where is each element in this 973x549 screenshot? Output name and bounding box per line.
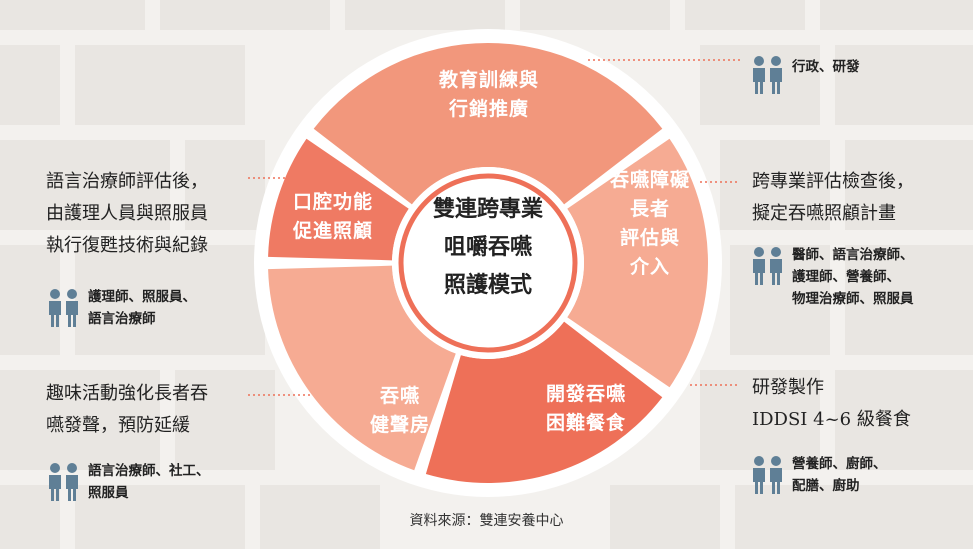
center-title-line-3: 照護模式 — [443, 272, 532, 298]
segment-development-label: 開發吞嚥 困難餐食 — [545, 383, 626, 434]
left-top-roles-group: 護理師、照服員、 語言治療師 — [46, 288, 196, 330]
right-top-roles: 行政、研發 — [792, 59, 860, 75]
segment-oral — [268, 138, 409, 261]
wheel-hub — [392, 167, 584, 359]
right-mid-description: 跨專業評估檢查後， 擬定吞嚥照顧計畫 — [752, 171, 914, 224]
right-bot-roles: 營養師、廚師、 配膳、廚助 — [792, 456, 887, 494]
people-icon — [753, 247, 782, 285]
left-bot-description: 趣味活動強化長者吞 嚥發聲，預防延緩 — [46, 383, 208, 436]
right-bot-description: 研發製作 IDDSI 4~6 級餐食 — [752, 377, 911, 430]
segment-development — [425, 321, 663, 483]
left-bot-roles: 語言治療師、社工、 照服員 — [88, 463, 210, 501]
wheel-hub-ring — [398, 173, 578, 353]
center-title-line-2: 咀嚼吞嚥 — [443, 234, 532, 260]
right-top-roles-group: 行政、研發 — [750, 55, 860, 95]
segment-gym-label: 吞嚥 健聲房 — [369, 385, 430, 436]
left-top-roles: 護理師、照服員、 語言治療師 — [88, 289, 196, 327]
segment-assessment-label: 吞嚥障礙 長者 評估與 介入 — [609, 169, 690, 278]
segment-education — [313, 43, 663, 205]
right-mid-roles: 醫師、語言治療師、 護理師、營養師、 物理治療師、照服員 — [792, 247, 914, 307]
segment-assessment — [567, 138, 708, 388]
people-icon — [753, 456, 782, 494]
center-title-line-1: 雙連跨專業 — [432, 196, 543, 222]
segment-oral-label: 口腔功能 促進照顧 — [292, 191, 373, 242]
segment-education-label: 教育訓練與 行銷推廣 — [438, 69, 539, 120]
source-credit: 資料來源：雙連安養中心 — [409, 513, 564, 529]
right-mid-roles-group: 醫師、語言治療師、 護理師、營養師、 物理治療師、照服員 — [750, 246, 914, 310]
people-icon — [49, 289, 78, 327]
people-icon — [753, 56, 782, 94]
center-title: 雙連跨專業 咀嚼吞嚥 照護模式 — [403, 190, 573, 304]
left-top-description: 語言治療師評估後， 由護理人員與照服員 執行復甦技術與紀錄 — [46, 171, 208, 256]
connector-lines — [248, 59, 740, 396]
segment-gym — [268, 265, 456, 471]
people-icon — [49, 463, 78, 501]
left-bot-roles-group: 語言治療師、社工、 照服員 — [46, 462, 210, 504]
right-bot-roles-group: 營養師、廚師、 配膳、廚助 — [750, 455, 887, 497]
